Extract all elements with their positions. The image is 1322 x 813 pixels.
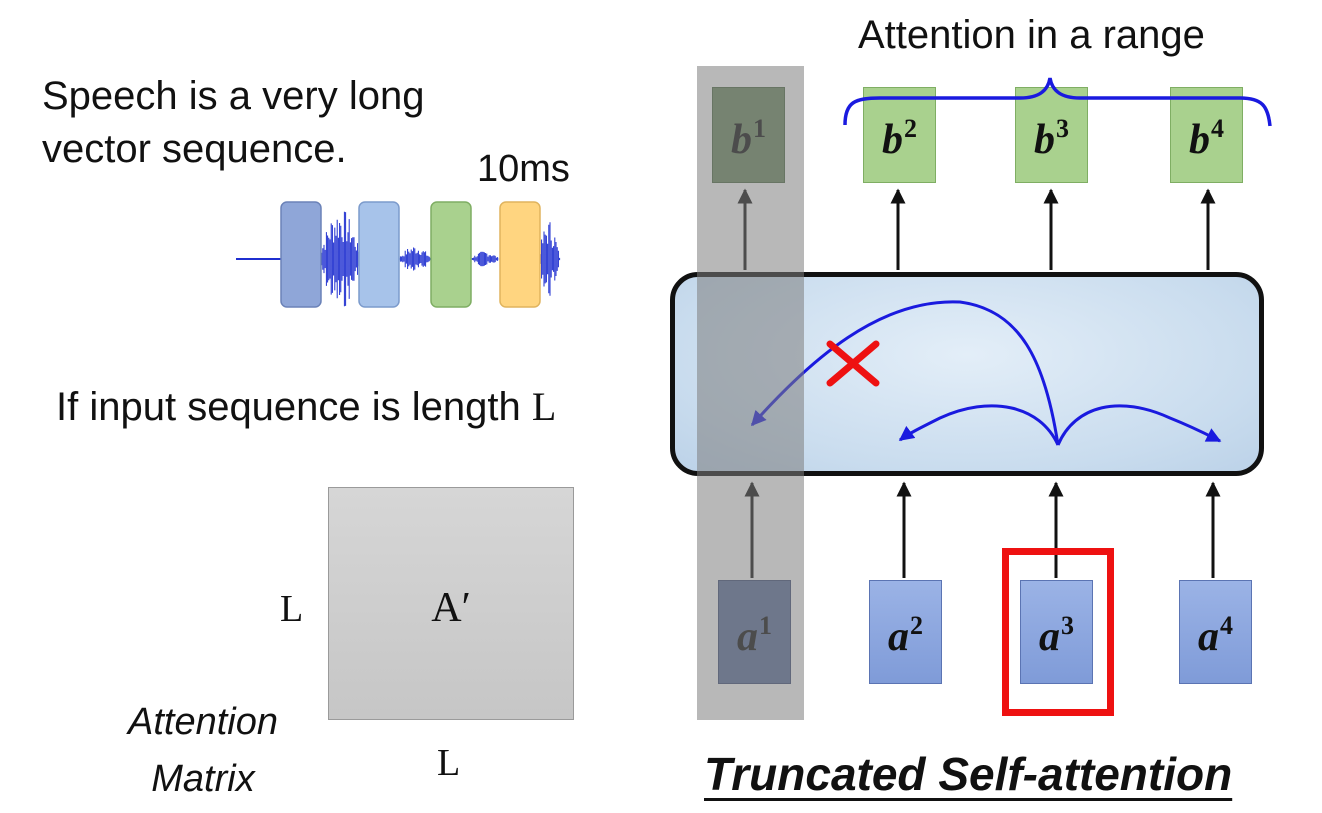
attention-arc-to-a2	[898, 404, 1060, 446]
query-position-highlight	[1002, 548, 1114, 716]
attention-arc-blocked	[750, 300, 1060, 446]
speech-line-2: vector sequence.	[42, 126, 347, 171]
caption-line-1: Attention	[128, 701, 278, 743]
input-vector-4: a4	[1179, 580, 1252, 684]
output-vector-3: b3	[1015, 87, 1088, 183]
output-vector-2: b2	[863, 87, 936, 183]
matrix-row-dimension: L	[280, 588, 304, 630]
attention-range-brace	[843, 77, 1272, 127]
speech-line-1: Speech is a very long	[42, 74, 425, 118]
frame-duration-label: 10ms	[477, 148, 570, 190]
blocked-attention-mark	[826, 340, 880, 387]
attention-range-label: Attention in a range	[858, 13, 1205, 57]
speech-frame-3	[430, 201, 472, 308]
speech-description: Speech is a very long vector sequence.	[42, 70, 472, 176]
output-vector-4: b4	[1170, 87, 1243, 183]
input-vector-2: a2	[869, 580, 942, 684]
waveform-burst	[470, 251, 500, 267]
input-vector-3: a3	[1020, 580, 1093, 684]
attention-matrix-label: A′	[431, 585, 471, 631]
input-length-statement: If input sequence is length L	[56, 384, 556, 430]
speech-frame-4	[499, 201, 541, 308]
waveform-burst	[318, 211, 362, 307]
attention-matrix: A′	[328, 487, 574, 720]
matrix-column-dimension: L	[437, 742, 461, 784]
waveform-burst	[398, 247, 433, 271]
attention-arc-to-a4	[1056, 404, 1222, 446]
attention-matrix-caption: Attention Matrix	[108, 694, 298, 808]
diagram-title: Truncated Self-attention	[704, 748, 1233, 800]
input-length-symbol: L	[531, 384, 557, 429]
speech-frame-1	[280, 201, 322, 308]
input-length-text: If input sequence is length	[56, 385, 521, 429]
speech-frame-2	[358, 201, 400, 308]
masked-position-shade	[697, 66, 804, 720]
caption-line-2: Matrix	[151, 758, 255, 800]
